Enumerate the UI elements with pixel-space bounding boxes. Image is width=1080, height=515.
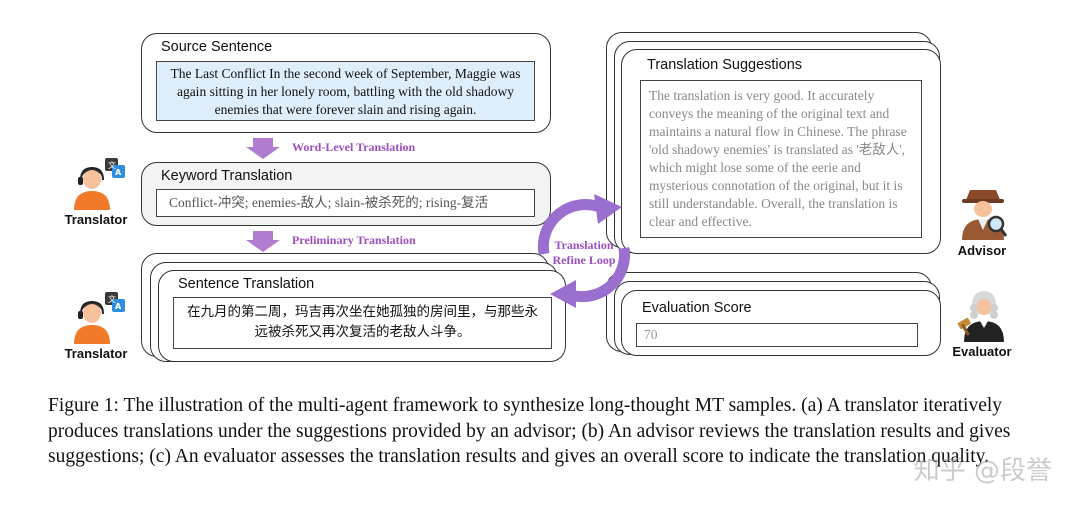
advisor-label: Advisor: [957, 243, 1007, 258]
translator-label-1: Translator: [64, 212, 128, 227]
sentence-translation-title: Sentence Translation: [178, 276, 315, 292]
preliminary-translation-label: Preliminary Translation: [292, 233, 416, 247]
watermark: 知乎 @段誉: [913, 456, 1052, 486]
svg-text:文: 文: [108, 294, 116, 304]
translation-suggestions-text: The translation is very good. It accurat…: [640, 80, 922, 238]
refine-loop-label: Translation Refine Loop: [552, 238, 616, 267]
evaluation-score-value: 70: [636, 323, 918, 347]
source-sentence-text: The Last Conflict In the second week of …: [156, 61, 535, 121]
sentence-translation-text: 在九月的第二周，玛吉再次坐在她孤独的房间里，与那些永远被杀死又再次复活的老敌人斗…: [173, 297, 552, 349]
down-arrow-1: [246, 138, 280, 159]
keyword-translation-panel: Keyword Translation Conflict-冲突; enemies…: [141, 162, 551, 226]
evaluator-icon: [957, 291, 1004, 342]
figure-caption: Figure 1: The illustration of the multi-…: [48, 395, 1011, 467]
evaluation-score-panel: Evaluation Score 70: [621, 290, 941, 356]
word-level-translation-label: Word-Level Translation: [292, 140, 416, 154]
advisor-icon: [962, 190, 1008, 240]
keyword-translation-text: Conflict-冲突; enemies-敌人; slain-被杀死的; ris…: [156, 189, 535, 217]
sentence-translation-panel: Sentence Translation 在九月的第二周，玛吉再次坐在她孤独的房…: [158, 270, 566, 362]
refine-loop-arrows: [537, 194, 630, 308]
translation-suggestions-title: Translation Suggestions: [647, 57, 803, 73]
keyword-translation-title: Keyword Translation: [161, 168, 293, 184]
translator-label-2: Translator: [64, 346, 128, 361]
down-arrow-2: [246, 231, 280, 252]
source-sentence-title: Source Sentence: [161, 39, 273, 55]
source-sentence-panel: Source Sentence The Last Conflict In the…: [141, 33, 551, 133]
translator-icon: 文 A: [74, 292, 125, 344]
svg-text:A: A: [115, 168, 122, 177]
evaluation-score-title: Evaluation Score: [642, 300, 752, 316]
svg-text:A: A: [115, 302, 122, 311]
svg-text:文: 文: [108, 160, 116, 170]
evaluator-label: Evaluator: [952, 344, 1012, 359]
translation-suggestions-panel: Translation Suggestions The translation …: [621, 49, 941, 254]
translator-icon: 文 A: [74, 158, 125, 210]
